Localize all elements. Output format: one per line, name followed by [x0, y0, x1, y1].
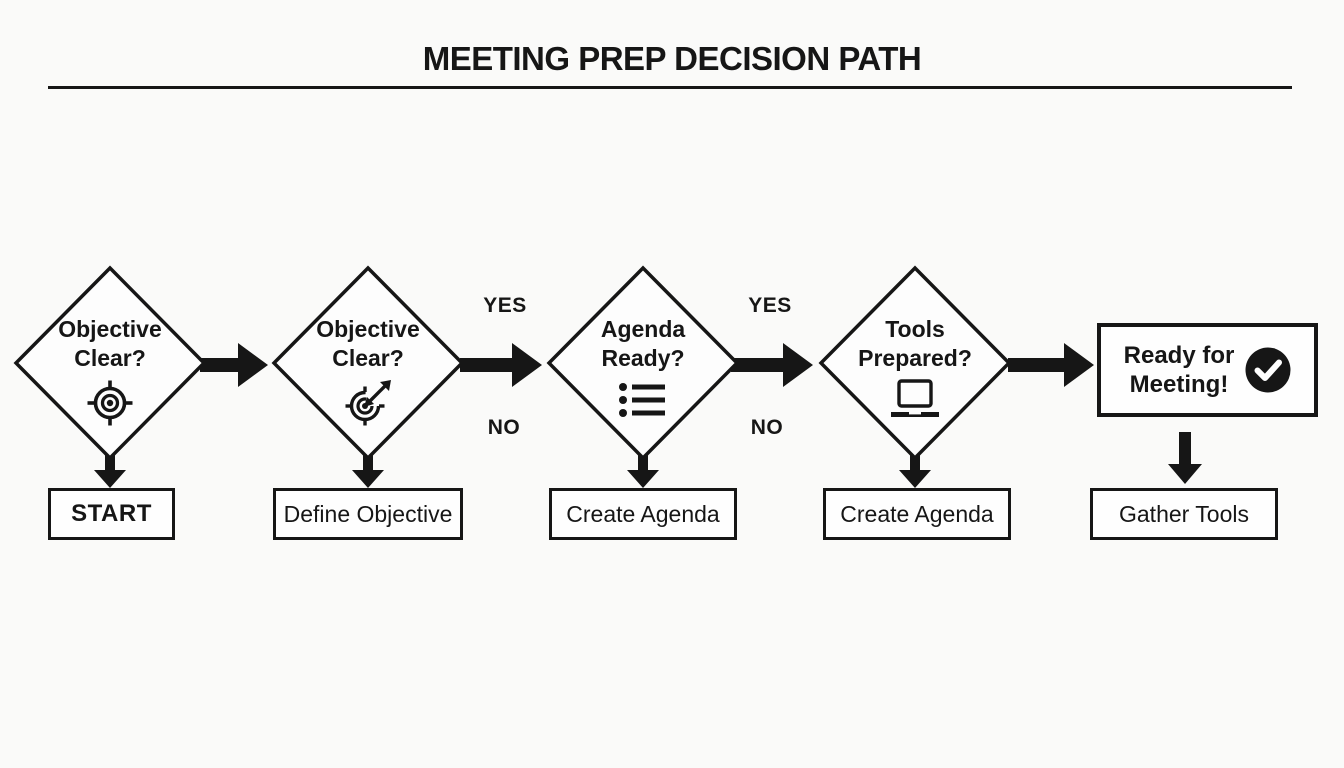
- arrow-right-1: [200, 343, 268, 387]
- decision-question-line: Objective: [58, 316, 162, 342]
- end-node-ready-for-meeting: Ready for Meeting!: [1097, 323, 1318, 417]
- target-dart-icon: [345, 380, 391, 426]
- decision-question-line: Agenda: [600, 316, 686, 342]
- decision-node-objective-clear-2: Objective Clear?: [271, 265, 465, 461]
- action-box-create-agenda-1: Create Agenda: [549, 488, 737, 540]
- yes-label-2: YES: [748, 294, 792, 317]
- decision-question-line: Clear?: [332, 345, 404, 371]
- arrow-down-3: [627, 452, 659, 488]
- decision-question-line: Clear?: [74, 345, 146, 371]
- action-box-start: START: [48, 488, 175, 540]
- arrow-right-end: [1008, 343, 1094, 387]
- diamond-shape: [818, 265, 1012, 461]
- check-circle-icon: [1245, 347, 1291, 393]
- page-title: MEETING PREP DECISION PATH: [422, 40, 922, 77]
- decision-node-agenda-ready: Agenda Ready?: [546, 265, 740, 461]
- arrow-right-yes-2: [731, 343, 813, 387]
- end-node-label: Ready for Meeting!: [1123, 342, 1235, 398]
- target-crosshair-icon: [87, 380, 133, 426]
- title-divider: [48, 86, 1292, 89]
- yes-label-1: YES: [483, 294, 527, 317]
- decision-question-line: Objective: [316, 316, 420, 342]
- arrow-down-1: [94, 452, 126, 488]
- decision-question-line: Prepared?: [858, 345, 972, 371]
- laptop-icon: [891, 379, 939, 417]
- no-label-2: NO: [750, 416, 784, 439]
- action-box-gather-tools: Gather Tools: [1090, 488, 1278, 540]
- diamond-shape: [271, 265, 465, 461]
- arrow-down-4: [899, 452, 931, 488]
- decision-question-line: Ready?: [601, 345, 685, 371]
- diamond-shape: [13, 265, 207, 461]
- action-box-create-agenda-2: Create Agenda: [823, 488, 1011, 540]
- arrow-down-2: [352, 452, 384, 488]
- decision-question-line: Tools: [885, 316, 945, 342]
- bulleted-list-icon: [619, 383, 665, 417]
- decision-node-objective-clear-1: Objective Clear?: [13, 265, 207, 461]
- no-label-1: NO: [487, 416, 521, 439]
- decision-node-tools-prepared: Tools Prepared?: [818, 265, 1012, 461]
- action-box-define-objective: Define Objective: [273, 488, 463, 540]
- arrow-down-end: [1168, 432, 1202, 484]
- diamond-shape: [546, 265, 740, 461]
- arrow-right-yes-1: [460, 343, 542, 387]
